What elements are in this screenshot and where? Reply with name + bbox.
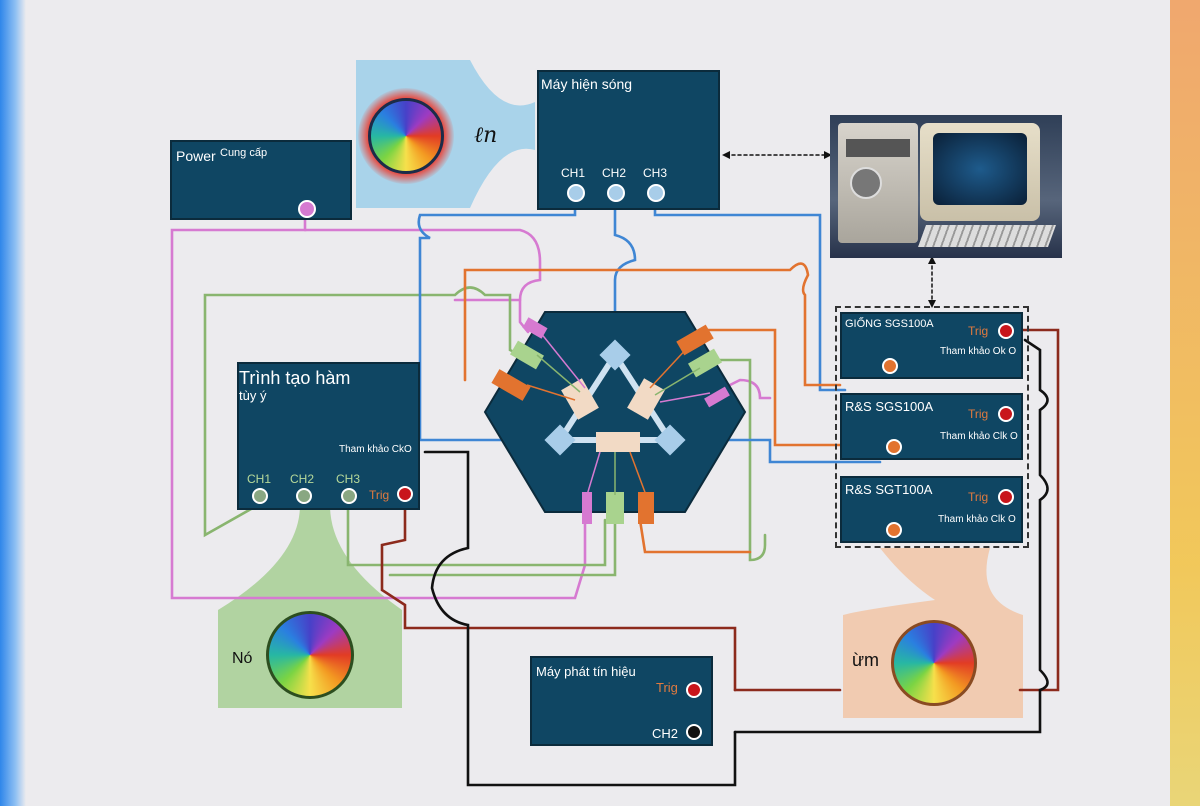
power-subtitle: Cung cấp (220, 147, 268, 159)
sg2-trig-port[interactable] (998, 406, 1014, 422)
awg-ch2-port[interactable] (296, 488, 312, 504)
sg2-ref-label: Tham khảo Clk O (940, 431, 1018, 442)
sg3-title: R&S SGT100A (845, 482, 933, 497)
sg-sgs100a-1: GIỐNG SGS100A Trig Tham khảo Ok O (840, 312, 1023, 379)
signal-gen-ch2-port[interactable] (686, 724, 702, 740)
sg1-title: GIỐNG SGS100A (845, 318, 934, 330)
awg-trig-label: Trig (369, 488, 390, 502)
color-wheel-icon (891, 620, 977, 706)
awg-title-line2: tùy ý (239, 388, 267, 403)
sg3-trig-port[interactable] (998, 489, 1014, 505)
sg1-trig-port[interactable] (998, 323, 1014, 339)
awg-ref-label: Tham khảo CkO (339, 444, 412, 455)
osc-ch3-label: CH3 (643, 166, 668, 180)
left-wheel-label: Nó (232, 650, 253, 667)
osc-ch1-label: CH1 (561, 166, 586, 180)
sg-group-frame (835, 306, 1029, 548)
osc-ch1-port[interactable] (567, 184, 585, 202)
sg3-trig-label: Trig (968, 490, 989, 504)
color-wheel-icon (368, 98, 444, 174)
awg-ch1-label: CH1 (247, 472, 272, 486)
signal-generator: Máy phát tín hiệu Trig CH2 (530, 656, 713, 746)
oscilloscope-title: Máy hiện sóng (541, 76, 633, 92)
symbol-label: ℓn (474, 123, 498, 148)
signal-gen-title: Máy phát tín hiệu (536, 664, 636, 679)
arbitrary-waveform-generator: Trình tạo hàm tùy ý Tham khảo CkO CH1 CH… (237, 362, 420, 510)
osc-ch2-port[interactable] (607, 184, 625, 202)
power-title: Power (176, 148, 216, 164)
computer-icon (830, 115, 1062, 258)
awg-ch2-label: CH2 (290, 472, 315, 486)
sg2-ref-port[interactable] (886, 439, 902, 455)
signal-gen-ch2-label: CH2 (652, 726, 679, 741)
left-edge-gradient (0, 0, 26, 806)
sg3-ref-label: Tham khảo Clk O (938, 514, 1016, 525)
sg1-trig-label: Trig (968, 324, 989, 338)
sg3-ref-port[interactable] (886, 522, 902, 538)
color-wheel-icon (266, 611, 354, 699)
power-output-port[interactable] (298, 200, 316, 218)
sg1-ref-label: Tham khảo Ok O (940, 346, 1017, 357)
sg-sgs100a-2: R&S SGS100A Trig Tham khảo Clk O (840, 393, 1023, 460)
signal-gen-trig-label: Trig (656, 680, 678, 695)
awg-ch3-label: CH3 (336, 472, 361, 486)
awg-ch3-port[interactable] (341, 488, 357, 504)
sg-sgt100a: R&S SGT100A Trig Tham khảo Clk O (840, 476, 1023, 543)
osc-ch3-port[interactable] (647, 184, 665, 202)
sg2-trig-label: Trig (968, 407, 989, 421)
osc-ch2-label: CH2 (602, 166, 627, 180)
awg-ch1-port[interactable] (252, 488, 268, 504)
oscilloscope: Máy hiện sóng CH1 CH2 CH3 (537, 70, 720, 210)
signal-gen-trig-port[interactable] (686, 682, 702, 698)
power-supply: Power Cung cấp (170, 140, 352, 220)
right-wheel-label: ừm (852, 650, 880, 670)
hexagon-device (483, 311, 747, 513)
sg2-title: R&S SGS100A (845, 399, 934, 414)
sg1-ref-port[interactable] (882, 358, 898, 374)
awg-title-line1: Trình tạo hàm (239, 368, 351, 388)
awg-trig-port[interactable] (397, 486, 413, 502)
right-edge-gradient (1170, 0, 1200, 806)
